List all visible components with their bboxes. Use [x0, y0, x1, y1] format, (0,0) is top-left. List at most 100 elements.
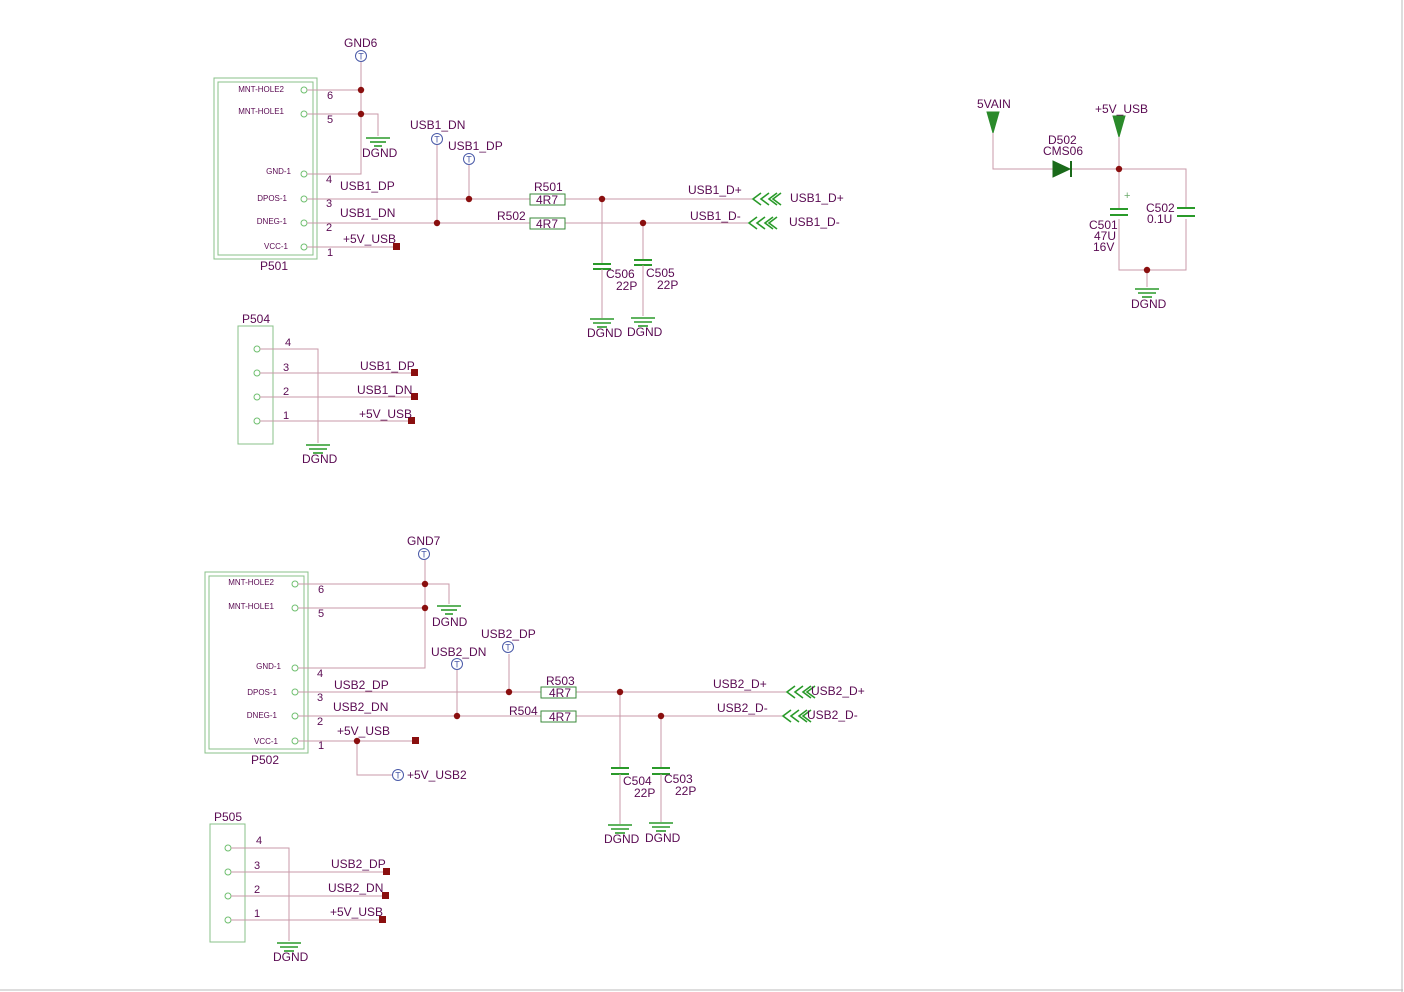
svg-text:DGND: DGND	[1131, 297, 1167, 311]
svg-text:T: T	[421, 550, 427, 560]
p501-ref: P501	[260, 259, 288, 273]
capacitor-c506[interactable]: C506 22P	[593, 263, 637, 318]
testpoint-gnd6[interactable]: GND6 T	[344, 36, 378, 62]
resistor-r501[interactable]: R501 4R7	[529, 180, 566, 207]
net-usb1-vcc: +5V_USB	[343, 232, 396, 246]
svg-text:T: T	[395, 771, 401, 781]
testpoint-usb1-dp[interactable]: USB1_DP T	[448, 139, 503, 165]
svg-text:VCC-1: VCC-1	[254, 737, 279, 746]
power-out-5v-usb[interactable]: +5V_USB	[1095, 102, 1148, 139]
svg-text:4: 4	[256, 835, 262, 847]
svg-text:5VAIN: 5VAIN	[977, 97, 1011, 111]
resistor-r502[interactable]: R502 4R7	[497, 209, 566, 231]
svg-text:GND-1: GND-1	[266, 167, 291, 176]
svg-text:T: T	[358, 52, 364, 62]
svg-text:3: 3	[283, 362, 289, 374]
capacitor-c505[interactable]: C505 22P	[634, 259, 678, 316]
svg-text:2: 2	[317, 716, 323, 728]
gnd-symbol-power: DGND	[1131, 288, 1167, 311]
svg-text:USB1_DN: USB1_DN	[357, 383, 412, 397]
resistor-r504[interactable]: R504 4R7	[509, 704, 577, 724]
capacitor-c501[interactable]: + C501 47U 16V	[1089, 190, 1130, 254]
power-block: 5VAIN +5V_USB D502 CMS06 + C501 47U 16V …	[977, 97, 1195, 311]
svg-text:DGND: DGND	[604, 832, 640, 846]
svg-text:DGND: DGND	[432, 615, 468, 629]
svg-text:4: 4	[285, 337, 291, 349]
svg-text:CMS06: CMS06	[1043, 144, 1083, 158]
header-p504[interactable]: P504 4 3 2 1 USB1_DP USB1_DN +5V_USB DGN…	[237, 312, 418, 466]
p502-ref: P502	[251, 753, 279, 767]
svg-text:DGND: DGND	[587, 326, 623, 340]
svg-text:1: 1	[327, 247, 333, 259]
svg-text:4R7: 4R7	[549, 710, 571, 724]
capacitor-c502[interactable]: C502 0.1U	[1146, 201, 1195, 226]
svg-text:C505: C505	[646, 266, 675, 280]
port-usb1-dplus[interactable]: USB1_D+	[751, 191, 844, 206]
port-usb2-dminus[interactable]: USB2_D-	[781, 708, 858, 723]
net-usb1-dplus: USB1_D+	[688, 183, 742, 197]
svg-text:USB2_DP: USB2_DP	[481, 627, 536, 641]
svg-text:R504: R504	[509, 704, 538, 718]
net-usb2-dplus: USB2_D+	[713, 677, 767, 691]
svg-text:+5V_USB2: +5V_USB2	[407, 768, 467, 782]
svg-text:2: 2	[254, 884, 260, 896]
svg-text:GND6: GND6	[344, 36, 378, 50]
gnd-symbol-p504: DGND	[302, 444, 338, 466]
diode-d502[interactable]: D502 CMS06	[1043, 133, 1083, 178]
port-usb2-dplus[interactable]: USB2_D+	[785, 684, 865, 699]
svg-text:MNT-HOLE2: MNT-HOLE2	[238, 85, 284, 94]
svg-text:3: 3	[254, 860, 260, 872]
connector-p501[interactable]: MNT-HOLE2 MNT-HOLE1 GND-1 DPOS-1 DNEG-1 …	[213, 77, 318, 273]
svg-text:3: 3	[326, 198, 332, 210]
net-usb2-dn: USB2_DN	[333, 700, 388, 714]
gnd-symbol-c505: DGND	[627, 317, 663, 339]
svg-text:4R7: 4R7	[536, 193, 558, 207]
svg-text:6: 6	[327, 90, 333, 102]
testpoint-gnd7[interactable]: GND7 T	[407, 534, 441, 560]
svg-text:VCC-1: VCC-1	[264, 242, 289, 251]
gnd-symbol-c506: DGND	[587, 318, 623, 340]
capacitor-c503[interactable]: C503 22P	[652, 767, 696, 822]
net-usb2-vcc: +5V_USB	[337, 724, 390, 738]
testpoint-usb2-dn[interactable]: USB2_DN T	[431, 645, 486, 670]
svg-text:5: 5	[327, 114, 333, 126]
svg-text:3: 3	[317, 692, 323, 704]
svg-text:1: 1	[283, 410, 289, 422]
svg-text:22P: 22P	[675, 784, 696, 798]
usb2-block: MNT-HOLE2 MNT-HOLE1 GND-1 DPOS-1 DNEG-1 …	[204, 534, 865, 846]
svg-text:0.1U: 0.1U	[1147, 212, 1172, 226]
svg-text:DNEG-1: DNEG-1	[257, 217, 288, 226]
usb1-block: MNT-HOLE2 MNT-HOLE1 GND-1 DPOS-1 DNEG-1 …	[213, 36, 844, 340]
svg-text:P505: P505	[214, 810, 242, 824]
svg-text:USB2_DN: USB2_DN	[431, 645, 486, 659]
svg-text:T: T	[454, 660, 460, 670]
svg-text:C502: C502	[1146, 201, 1175, 215]
svg-text:DGND: DGND	[627, 325, 663, 339]
svg-text:6: 6	[318, 584, 324, 596]
svg-text:4R7: 4R7	[549, 686, 571, 700]
svg-text:MNT-HOLE1: MNT-HOLE1	[228, 602, 274, 611]
net-usb2-dp: USB2_DP	[334, 678, 389, 692]
svg-text:+5V_USB: +5V_USB	[359, 407, 412, 421]
port-usb1-dminus[interactable]: USB1_D-	[747, 215, 840, 230]
resistor-r503[interactable]: R503 4R7	[540, 674, 577, 700]
connector-p502[interactable]: MNT-HOLE2 MNT-HOLE1 GND-1 DPOS-1 DNEG-1 …	[204, 571, 309, 767]
net-usb1-dp: USB1_DP	[340, 179, 395, 193]
svg-text:DGND: DGND	[362, 146, 398, 160]
svg-text:5: 5	[318, 608, 324, 620]
header-p505[interactable]: P505 4 3 2 1 USB2_DP USB2_DN +5V_USB DGN…	[209, 810, 390, 964]
svg-text:USB1_DP: USB1_DP	[448, 139, 503, 153]
testpoint-usb1-dn[interactable]: USB1_DN T	[410, 118, 465, 145]
svg-text:47U: 47U	[1094, 229, 1116, 243]
svg-text:4: 4	[317, 668, 323, 680]
testpoint-usb2-dp[interactable]: USB2_DP T	[481, 627, 536, 653]
svg-text:USB1_D-: USB1_D-	[789, 215, 840, 229]
svg-text:DPOS-1: DPOS-1	[257, 194, 287, 203]
power-in-5vain[interactable]: 5VAIN	[977, 97, 1011, 135]
testpoint-5v-usb2[interactable]: T +5V_USB2	[392, 768, 468, 782]
capacitor-c504[interactable]: C504 22P	[611, 767, 655, 824]
net-usb2-dminus: USB2_D-	[717, 701, 768, 715]
svg-text:GND7: GND7	[407, 534, 441, 548]
svg-text:22P: 22P	[634, 786, 655, 800]
